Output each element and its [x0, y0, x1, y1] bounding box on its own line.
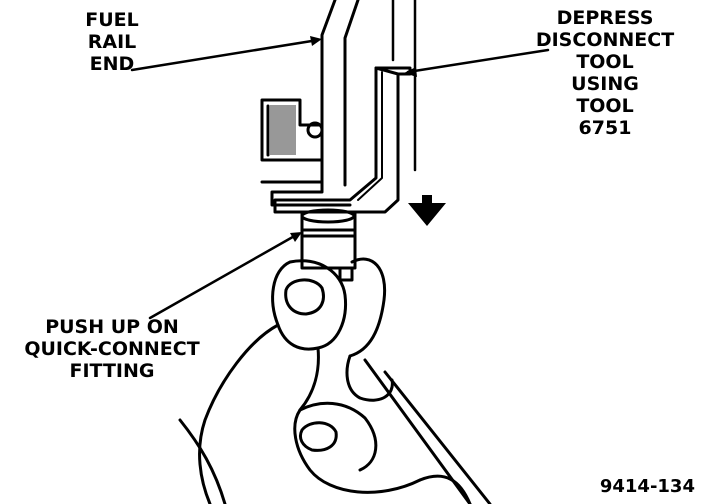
fitting-top: [300, 208, 356, 224]
label-line: RAIL: [87, 31, 137, 53]
label-push-up: PUSH UP ON QUICK-CONNECT FITTING: [22, 316, 202, 382]
label-line: TOOL: [576, 51, 634, 73]
arrowhead-depress-tool: [404, 67, 417, 77]
arrowhead-push-up: [290, 232, 302, 242]
label-line: TOOL: [576, 95, 634, 117]
fitting-body: [338, 266, 354, 282]
thumbnail: [284, 278, 325, 316]
rail-end-flange: [260, 180, 352, 207]
hand-back: [293, 346, 422, 494]
label-fuel-rail-end: FUEL RAIL END: [72, 9, 152, 75]
figure-number: 9414-134: [599, 476, 695, 497]
label-line: FITTING: [69, 360, 155, 382]
tool-edge: [357, 71, 383, 201]
label-line: FUEL: [85, 9, 139, 31]
label-line: USING: [571, 73, 639, 95]
fuel-rail-back: [391, 0, 417, 172]
label-line: QUICK-CONNECT: [24, 338, 200, 360]
arrowhead-fuel-rail: [310, 36, 322, 46]
leader-depress-tool: [406, 48, 550, 74]
leader-fuel-rail: [130, 38, 320, 72]
label-line: PUSH UP ON: [45, 316, 179, 338]
label-line: DEPRESS: [556, 7, 654, 29]
finger-curl: [345, 354, 394, 402]
hand-index-finger: [348, 257, 387, 358]
hand-palm: [198, 323, 280, 504]
fuel-line-tube: [363, 358, 492, 504]
depress-arrow-icon: [408, 195, 446, 226]
hand-line-1: [178, 418, 227, 504]
disconnect-tool: [273, 66, 400, 214]
label-line: DISCONNECT: [535, 29, 675, 51]
fuel-rail-tube: [320, 0, 360, 187]
label-line: END: [89, 53, 135, 75]
hand-line-2: [418, 474, 472, 504]
finger-lower: [298, 401, 378, 472]
bracket-shading: [270, 105, 296, 155]
bracket-bolt: [306, 121, 324, 139]
leader-push-up: [148, 232, 300, 320]
finger-nail-2: [298, 421, 338, 452]
label-depress-tool: DEPRESS DISCONNECT TOOL USING TOOL 6751: [525, 7, 685, 139]
hand-thumb: [271, 259, 348, 351]
label-line: 6751: [578, 117, 632, 139]
